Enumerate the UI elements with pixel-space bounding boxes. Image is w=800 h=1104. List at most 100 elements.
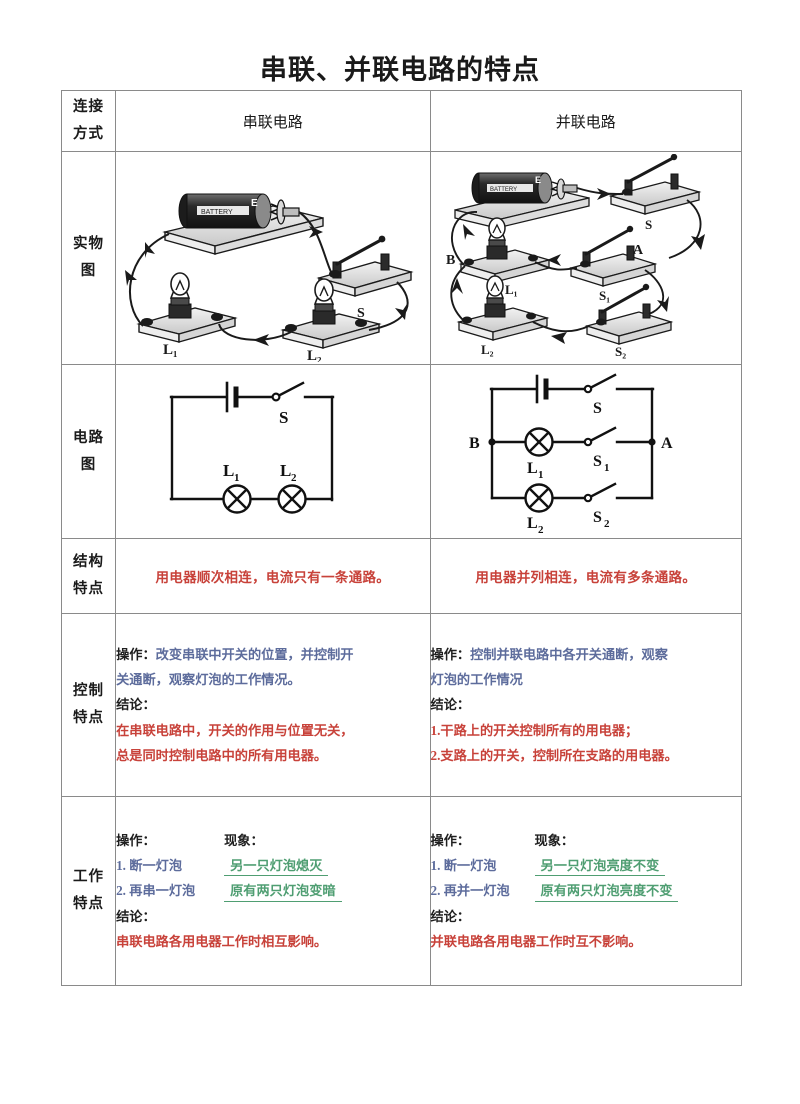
col-operation-header: 操作： (116, 832, 156, 848)
switch-S2-pivot (583, 493, 593, 502)
control-cell-series: 操作：改变串联中开关的位置，并控制开 关通断，观察灯泡的工作情况。 结论： 在串… (115, 613, 431, 797)
svg-text:BATTERY: BATTERY (490, 187, 517, 193)
battery-holder: BATTERY E (162, 193, 324, 255)
working-parallel-headers: 操作： 现象： (431, 828, 741, 853)
working-series-op1: 1. 断一灯泡 (116, 857, 183, 873)
physical-parallel-switch1-label: S₁ (599, 288, 610, 303)
working-series-ph2: 原有两只灯泡变暗 (224, 883, 342, 902)
row-label-working: 工作 特点 (60, 796, 117, 986)
operation-text: 控制并联电路中各开关通断，观察 (470, 646, 668, 662)
control-series-conclusion-line2: 总是同时控制电路中的所有用电器。 (116, 748, 328, 764)
control-parallel-operation-line2: 灯泡的工作情况 (430, 671, 523, 687)
column-header-series: 串联电路 (115, 90, 431, 152)
row-label-working-line2: 特点 (73, 896, 105, 912)
row-label-schematic-line1: 电路 (73, 429, 105, 446)
schematic-parallel-node-b-label: B (469, 435, 480, 452)
schematic-parallel-lamp2-sub: 2 (538, 524, 544, 536)
schematic-series-lamp1-label: L (223, 461, 234, 480)
row-label-physical: 实物 图 (60, 151, 117, 365)
table-row-working: 工作 特点 操作： 现象： 1. 断一灯泡 另一只灯泡熄灭 2. 再串一灯泡 原有两只… (60, 796, 743, 986)
physical-parallel-lamp2-label: L₂ (481, 342, 494, 357)
row-label-control: 控制 特点 (60, 613, 117, 797)
lamp-L1-symbol (524, 426, 554, 457)
row-label-schematic-line2: 图 (80, 456, 97, 473)
figure-schematic-series: S L 1 L 2 (115, 364, 431, 539)
schematic-series-switch-label: S (279, 408, 288, 427)
working-series-headers: 操作： 现象： (116, 828, 429, 853)
working-cell-parallel: 操作： 现象： 1. 断一灯泡 另一只灯泡亮度不变 2. 再并一灯泡原有两只灯泡亮度… (429, 796, 743, 986)
current-arrows (124, 226, 407, 346)
schematic-parallel-switch1-sub: 1 (604, 462, 610, 474)
row-label-structure-line2: 特点 (73, 581, 105, 597)
working-series-row2: 2. 再串一灯泡 原有两只灯泡变暗 (116, 878, 429, 903)
schematic-parallel-lamp2-label: L (527, 515, 538, 532)
structure-text-series: 用电器顺次相连，电流只有一条通路。 (115, 538, 431, 614)
switch-S (316, 235, 414, 297)
lamp-L1 (458, 217, 552, 283)
row-label-control-line1: 控制 (73, 683, 105, 700)
physical-series-lamp2-label: L₂ (307, 348, 322, 362)
schematic-parallel-node-a-label: A (661, 435, 673, 452)
table-row-schematic: 电路 图 (60, 364, 743, 539)
schematic-parallel-svg: S S 1 S 2 L 1 L 2 B A (469, 372, 673, 536)
svg-text:BATTERY: BATTERY (201, 209, 233, 216)
control-parallel-conclusion-line1: 1.干路上的开关控制所有的用电器； (430, 722, 639, 738)
physical-parallel-node-a-label: A (633, 243, 644, 258)
table-row-physical: 实物 图 (60, 151, 743, 365)
schematic-series-svg: S L 1 L 2 (169, 380, 334, 514)
physical-parallel-lamp1-label: L₁ (505, 282, 518, 297)
row-label-working-line1: 工作 (73, 869, 105, 886)
structure-text-parallel: 用电器并列相连，电流有多条通路。 (429, 538, 743, 614)
working-parallel-op1: 1. 断一灯泡 (430, 857, 497, 873)
col-phenomenon-header: 现象： (224, 832, 264, 848)
page-title: 串联、并联电路的特点 (260, 55, 540, 85)
row-label-structure-line1: 结构 (73, 554, 105, 571)
control-series-conclusion-line1: 在串联电路中，开关的作用与位置无关， (116, 722, 354, 738)
row-label-connection-line2: 方式 (73, 126, 105, 142)
control-parallel-conclusion-label: 结论： (430, 697, 471, 713)
current-arrows (450, 188, 705, 344)
node-a-dot (648, 437, 656, 446)
switch-S1-pivot (583, 437, 593, 446)
svg-text:E: E (535, 175, 541, 185)
lamp-L1-symbol (222, 483, 252, 514)
lamp-L2 (456, 275, 550, 341)
row-label-connection: 连接 方式 (60, 90, 117, 152)
working-series-conclusion-label: 结论： (116, 908, 156, 924)
figure-schematic-parallel: S S 1 S 2 L 1 L 2 B A (429, 364, 743, 539)
schematic-parallel-switch1-label: S (593, 453, 602, 470)
table-row-structure: 结构 特点 用电器顺次相连，电流只有一条通路。 用电器并列相连，电流有多条通路。 (60, 538, 743, 614)
figure-physical-parallel: BATTERY E (429, 151, 743, 365)
working-parallel-ph1: 另一只灯泡亮度不变 (534, 858, 666, 877)
physical-series-lamp1-label: L₁ (163, 342, 178, 358)
working-parallel-op2: 2. 再并一灯泡 (430, 883, 510, 899)
lamp-L2-symbol (524, 482, 554, 513)
working-series-op2: 2. 再串一灯泡 (116, 883, 196, 899)
operation-label: 操作： (430, 646, 471, 662)
working-parallel-row2: 2. 再并一灯泡原有两只灯泡亮度不变 (431, 878, 741, 903)
row-label-control-line2: 特点 (73, 710, 105, 726)
table-row-control: 控制 特点 操作：改变串联中开关的位置，并控制开 关通断，观察灯泡的工作情况。 … (60, 613, 743, 797)
circuit-wires (169, 380, 334, 501)
row-label-schematic: 电路 图 (60, 364, 117, 539)
working-parallel-conclusion-label: 结论： (430, 908, 471, 924)
schematic-series-lamp2-label: L (280, 461, 291, 480)
physical-parallel-switch-label: S (645, 217, 652, 232)
control-series-operation-line1: 操作：改变串联中开关的位置，并控制开 (116, 642, 429, 667)
circuit-wires (489, 372, 654, 499)
working-series-ph1: 另一只灯泡熄灭 (224, 858, 329, 877)
working-series-row1: 1. 断一灯泡 另一只灯泡熄灭 (116, 853, 429, 878)
schematic-parallel-lamp1-label: L (527, 460, 538, 477)
lamp-L1 (136, 272, 238, 343)
physical-parallel-svg: BATTERY E (446, 154, 705, 359)
col-phenomenon-header: 现象： (534, 832, 575, 848)
row-label-structure: 结构 特点 (60, 538, 117, 614)
svg-text:E: E (251, 198, 258, 209)
column-header-parallel: 并联电路 (429, 90, 743, 152)
table-row-connection: 连接 方式 串联电路 并联电路 (60, 90, 743, 152)
row-label-physical-line1: 实物 (73, 236, 105, 253)
col-operation-header: 操作： (430, 832, 471, 848)
control-parallel-conclusion-line2: 2.支路上的开关，控制所在支路的用电器。 (430, 748, 678, 764)
working-cell-series: 操作： 现象： 1. 断一灯泡 另一只灯泡熄灭 2. 再串一灯泡 原有两只灯泡变暗 结… (115, 796, 431, 986)
